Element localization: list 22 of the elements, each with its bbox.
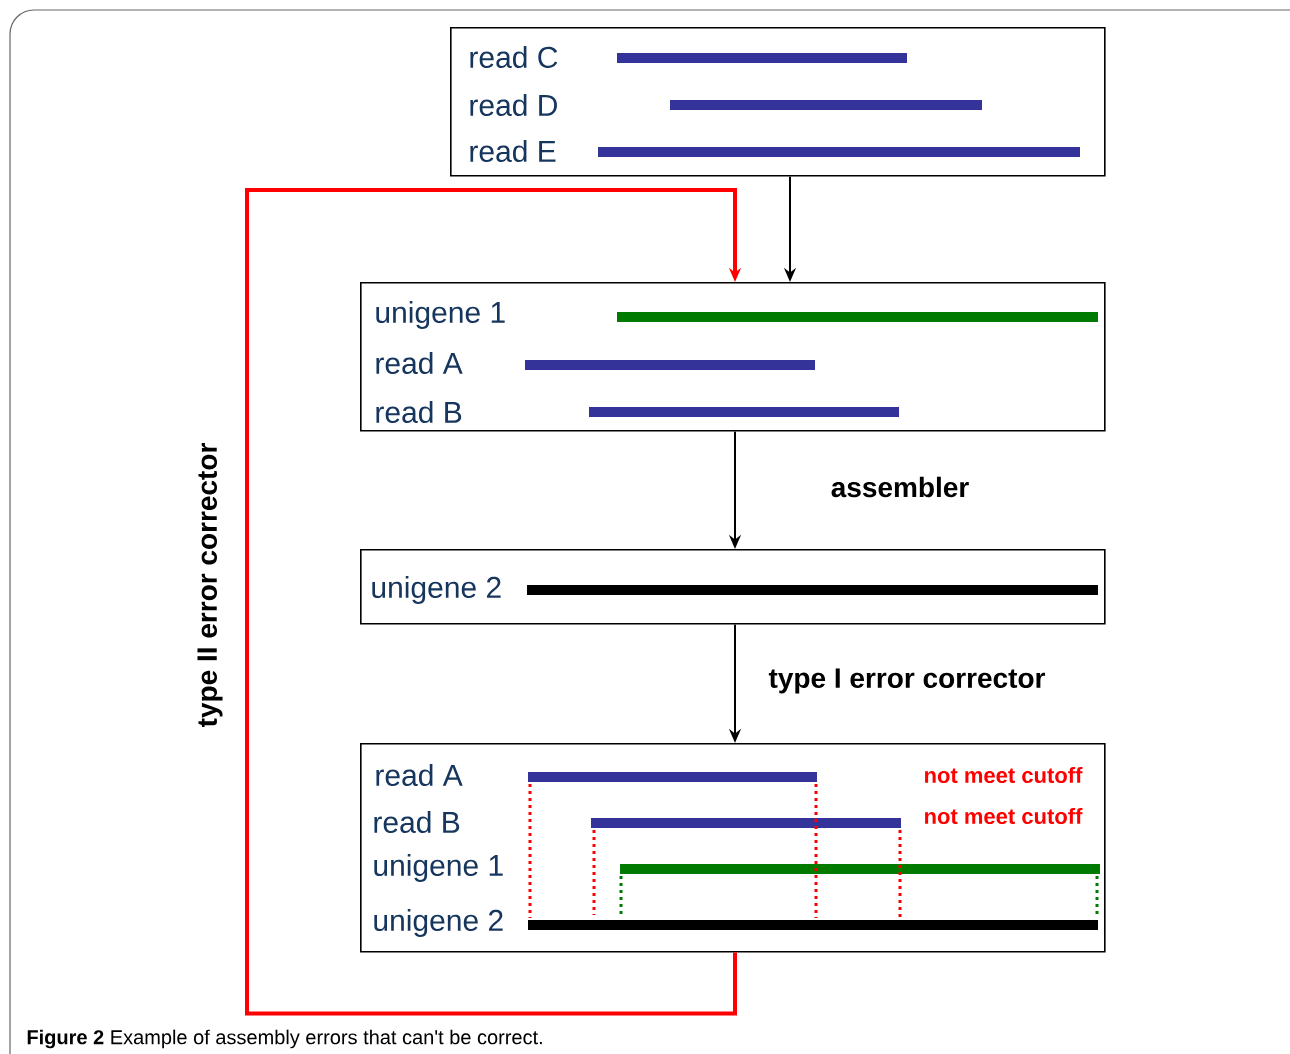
edge-label: assembler (828, 474, 972, 500)
sequence-label: read E (470, 140, 556, 162)
sequence-label: read B (374, 811, 460, 833)
panel-box (360, 743, 1106, 953)
sequence-label: read C (470, 46, 558, 68)
sequence-label: unigene 2 (374, 909, 503, 937)
edge-label: type I error corrector (766, 666, 1048, 696)
cutoff-note: not meet cutoff (925, 807, 1083, 825)
sequence-label: unigene 1 (374, 854, 503, 882)
panel-box (360, 549, 1106, 625)
sequence-label: read D (470, 94, 557, 116)
sequence-label: unigene 1 (376, 301, 505, 329)
edge-label: type II error corrector (195, 440, 225, 730)
sequence-label: read A (376, 352, 463, 374)
sequence-label: read B (376, 401, 462, 423)
arrow (245, 188, 742, 1016)
cutoff-note: not meet cutoff (925, 766, 1083, 784)
panel-box (450, 27, 1106, 177)
sequence-label: unigene 2 (372, 576, 501, 604)
sequence-label: read A (376, 764, 463, 786)
panel-box (360, 282, 1106, 432)
caption: Figure 2 Example of assembly errors that can't be correct. (27, 1029, 542, 1049)
